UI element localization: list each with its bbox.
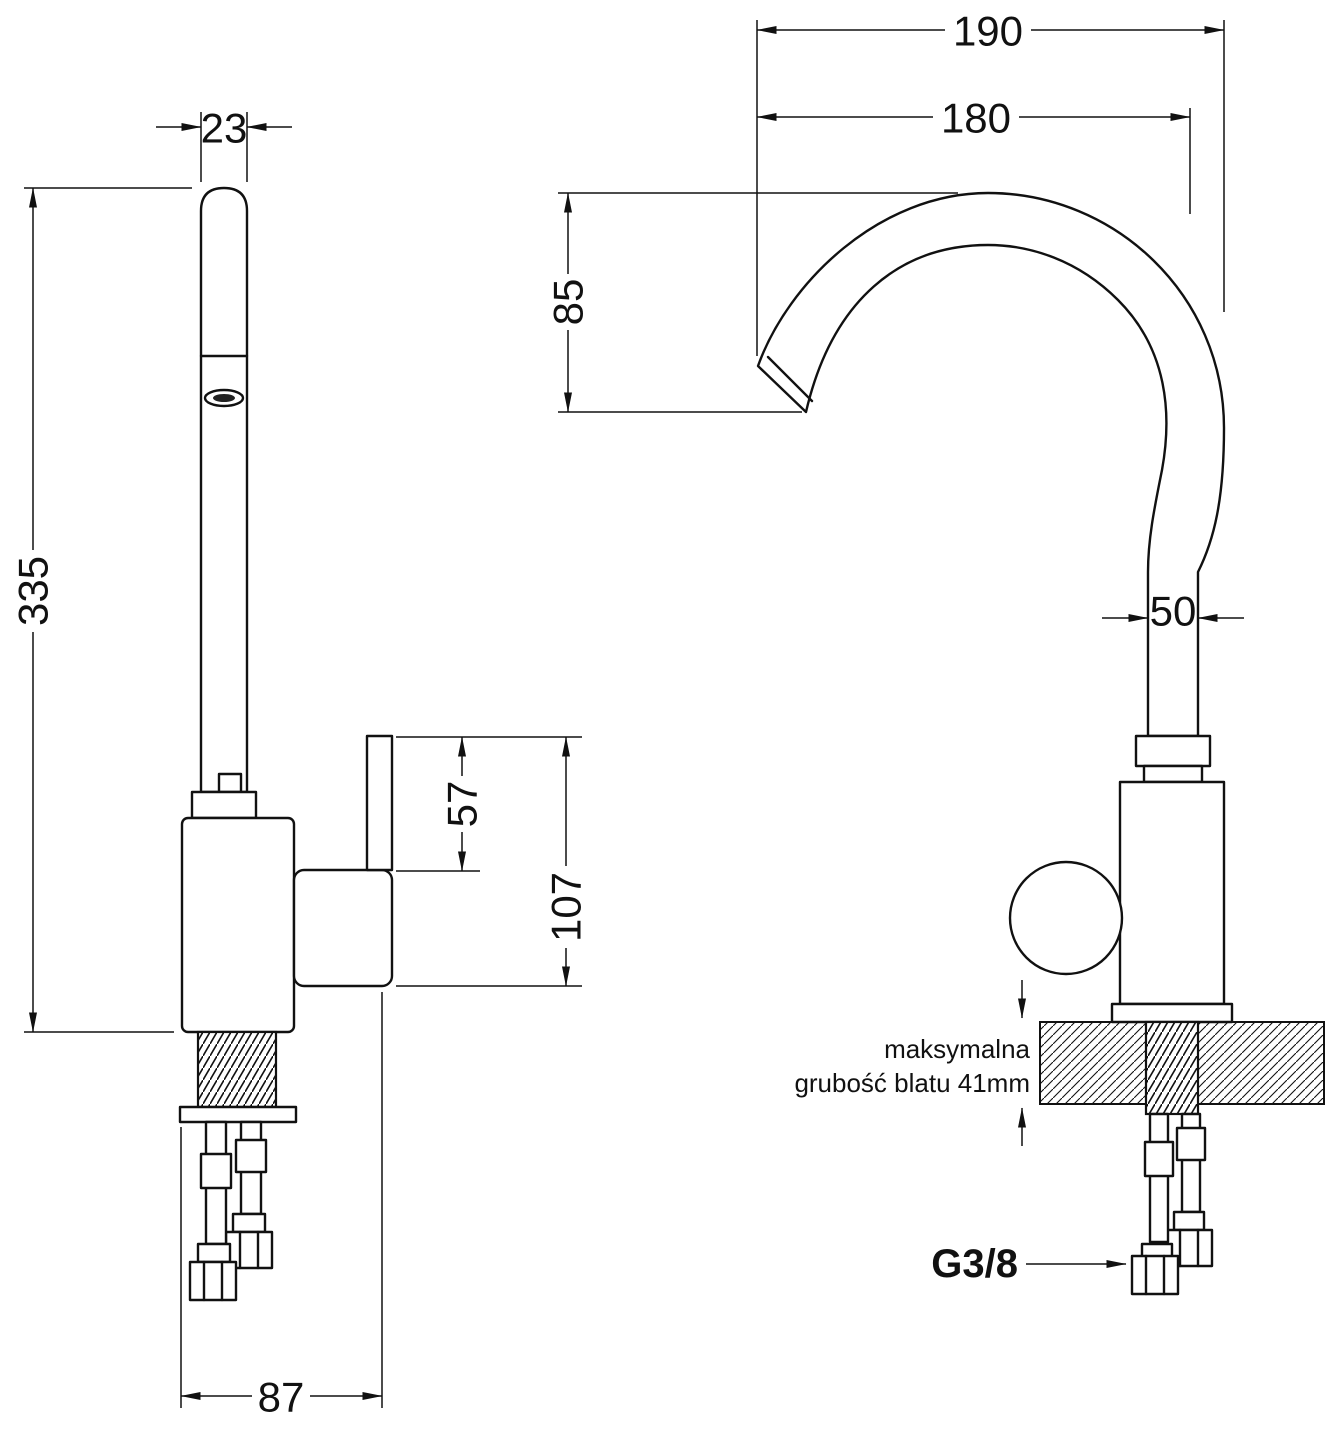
dim-handle-length-label: 57 xyxy=(439,781,486,828)
mixer-knob xyxy=(1008,860,1124,976)
dim-handle-offset-label: 107 xyxy=(543,872,590,942)
dim-base-depth-label: 87 xyxy=(258,1374,305,1421)
dim-handle-offset: 107 xyxy=(396,736,590,987)
dim-spout-drop: 85 xyxy=(545,192,958,413)
front-threaded-shank xyxy=(1144,1020,1200,1116)
side-mounting-stud-left xyxy=(188,1120,238,1302)
countertop-thickness-note: maksymalna grubość blatu 41mm xyxy=(794,980,1031,1146)
side-mounting-stud-right xyxy=(224,1120,274,1270)
countertop-note-line1: maksymalna xyxy=(884,1034,1030,1064)
thread-size-label: G3/8 xyxy=(931,1242,1018,1286)
aerator-core-icon xyxy=(213,394,235,402)
dim-pipe-width-label: 50 xyxy=(1150,588,1197,635)
front-collar xyxy=(1134,734,1212,768)
side-base-plate xyxy=(178,1105,298,1124)
front-base-flange xyxy=(1110,1002,1234,1024)
dim-pipe-width: 50 xyxy=(1102,588,1244,635)
dim-spout-width-label: 23 xyxy=(201,105,248,152)
hex-nut xyxy=(1130,1254,1180,1296)
hex-nut xyxy=(188,1260,238,1302)
side-body xyxy=(180,816,296,1034)
front-body xyxy=(1118,780,1226,1006)
handle-lever xyxy=(365,734,394,872)
dim-spout-reach: 180 xyxy=(756,95,1191,214)
dim-overall-width: 190 xyxy=(756,8,1225,356)
handle-mount xyxy=(292,868,394,988)
spout-tip-aerator-line xyxy=(766,355,814,403)
side-threaded-shank xyxy=(196,1030,278,1109)
dim-handle-length: 57 xyxy=(396,736,582,872)
side-collar xyxy=(190,790,258,820)
dim-spout-drop-label: 85 xyxy=(545,279,592,326)
dim-overall-width-label: 190 xyxy=(953,8,1023,55)
dim-spout-width: 23 xyxy=(156,105,292,182)
countertop-note-line2: grubość blatu 41mm xyxy=(794,1068,1030,1098)
dim-total-height-label: 335 xyxy=(10,556,57,626)
front-mounting-stud-left xyxy=(1130,1112,1180,1296)
side-spout-pipe xyxy=(199,186,249,794)
dim-total-height: 335 xyxy=(10,187,192,1033)
dim-spout-reach-label: 180 xyxy=(941,95,1011,142)
faucet-side-view: 23 335 57 107 xyxy=(10,105,590,1421)
front-collar-step xyxy=(1142,764,1204,784)
side-collar-notch xyxy=(217,772,243,794)
front-mounting-stud-right xyxy=(1164,1112,1214,1268)
dim-base-depth: 87 xyxy=(180,992,383,1421)
gooseneck-spout xyxy=(756,191,1226,738)
thread-size-callout: G3/8 xyxy=(931,1242,1127,1286)
faucet-front-view: 190 180 85 50 maksymalna grub xyxy=(545,8,1325,1296)
